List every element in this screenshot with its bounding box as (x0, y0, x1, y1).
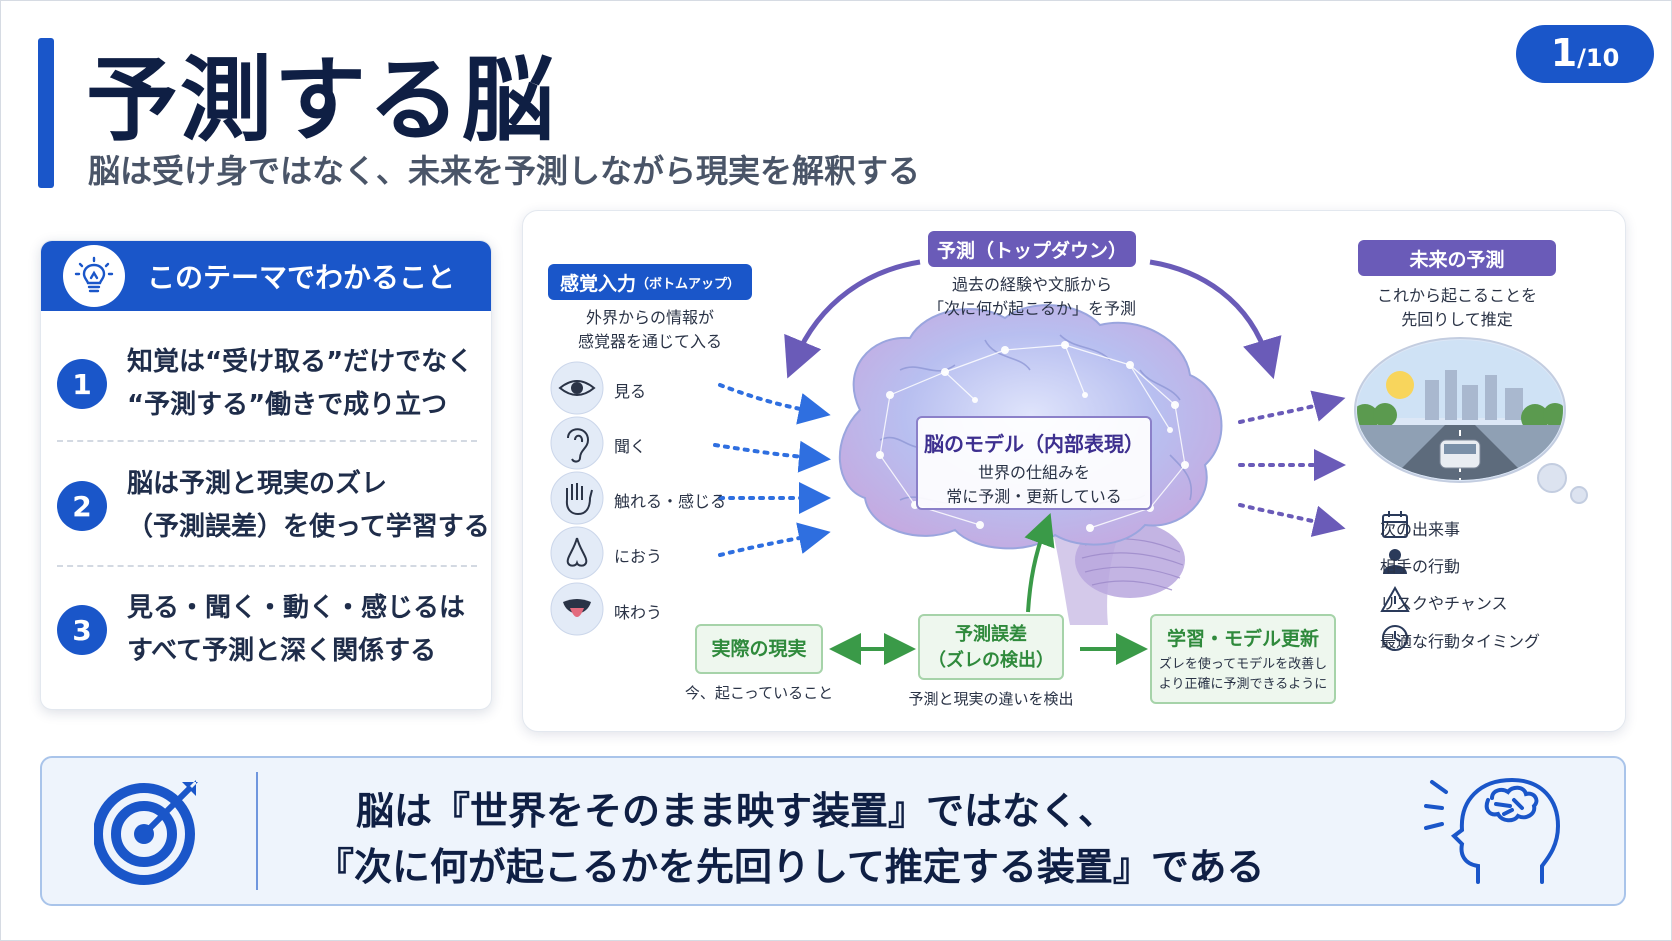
sense-touch: 触れる・感じる (614, 492, 727, 511)
caption-line: 感覚器を通じて入る (577, 332, 722, 351)
topdown-label: 予測（トップダウン） (928, 231, 1136, 267)
target-icon (94, 780, 198, 885)
reality-caption: 今、起こっていること (684, 684, 834, 702)
future-caption: これから起こることを 先回りして推定 (1347, 284, 1567, 332)
learning-box: 学習・モデル更新 ズレを使ってモデルを改善し より正確に予測できるように (1150, 614, 1336, 704)
sense-smell: におう (614, 547, 663, 566)
future-item-risk: リスクやチャンス (1380, 594, 1508, 613)
future-prediction-label: 未来の予測 (1358, 240, 1556, 276)
hand-icon (565, 483, 593, 516)
point-line: “予測する”働きで成り立つ (127, 390, 448, 420)
sensory-label-main: 感覚入力 (559, 272, 636, 295)
error-label-line: （ズレの検出） (928, 650, 1054, 671)
error-caption: 予測と現実の違いを検出 (908, 690, 1074, 708)
future-item-timing: 最適な行動タイミング (1380, 632, 1541, 651)
sensory-input-label: 感覚入力 （ボトムアップ） (548, 264, 752, 300)
page-title: 予測する脳 (86, 47, 557, 154)
summary-card-header: このテーマでわかること (41, 241, 491, 311)
point-line: 知覚は“受け取る”だけでなく (127, 347, 474, 377)
learning-title: 学習・モデル更新 (1166, 628, 1319, 650)
page-subtitle: 脳は受け身ではなく、未来を予測しながら現実を解釈する (88, 152, 921, 190)
future-item-others-action: 相手の行動 (1380, 557, 1461, 576)
conclusion-line-1: 脳は『世界をそのまま映す装置』ではなく、 (356, 789, 1117, 833)
point-line: 脳は予測と現実のズレ (127, 469, 388, 499)
ear-icon (567, 428, 590, 463)
point-line: （予測誤差）を使って学習する (127, 512, 490, 542)
sense-see: 見る (614, 382, 647, 401)
lightbulb-icon (63, 245, 125, 307)
person-icon (1383, 549, 1407, 574)
point-line: 見る・聞く・動く・感じるは (127, 593, 466, 623)
sense-hear: 聞く (614, 437, 647, 456)
point-text: 脳は予測と現実のズレ （予測誤差）を使って学習する (127, 463, 490, 549)
sense-taste: 味わう (614, 603, 663, 622)
caption-line: 「次に何が起こるか」を予測 (927, 299, 1136, 318)
sensory-arrows (713, 383, 831, 557)
point-text: 知覚は“受け取る”だけでなく “予測する”働きで成り立つ (127, 341, 473, 427)
future-item-next-event: 次の出来事 (1380, 520, 1461, 539)
title-accent-bar (38, 38, 54, 188)
calendar-icon (1382, 511, 1408, 538)
divider (57, 565, 477, 567)
model-title: 脳のモデル（内部表現） (924, 432, 1144, 456)
summary-heading: このテーマでわかること (147, 261, 456, 294)
point-number: 1 (57, 359, 107, 409)
summary-point-1: 1 知覚は“受け取る”だけでなく “予測する”働きで成り立つ (41, 323, 491, 445)
prediction-error-box: 予測誤差 （ズレの検出） (918, 614, 1064, 680)
caption-line: 世界の仕組みを (977, 463, 1090, 482)
caption-line: 過去の経験や文脈から (951, 275, 1112, 294)
banner-separator (256, 772, 258, 890)
page-indicator: 1 /10 (1516, 25, 1654, 83)
summary-point-2: 2 脳は予測と現実のズレ （予測誤差）を使って学習する (41, 445, 491, 567)
page-total: /10 (1577, 44, 1620, 72)
summary-point-3: 3 見る・聞く・動く・感じるは すべて予測と深く関係する (41, 569, 491, 691)
reality-box: 実際の現実 (695, 624, 823, 674)
learning-caption: ズレを使ってモデルを改善し より正確に予測できるように (1152, 655, 1334, 695)
point-number: 3 (57, 605, 107, 655)
divider (57, 440, 477, 442)
caption-line: ズレを使ってモデルを改善し (1158, 657, 1328, 672)
point-number: 2 (57, 481, 107, 531)
brain-model-box: 脳のモデル（内部表現） 世界の仕組みを 常に予測・更新している (916, 416, 1152, 510)
caption-line: これから起こることを (1376, 286, 1537, 305)
warning-icon (1380, 585, 1410, 612)
caption-line: 常に予測・更新している (946, 487, 1122, 506)
conclusion-banner (40, 756, 1626, 906)
point-line: すべて予測と深く関係する (127, 636, 437, 666)
topdown-caption: 過去の経験や文脈から 「次に何が起こるか」を予測 (912, 273, 1152, 321)
head-brain-icon (1424, 777, 1561, 884)
sensory-label-small: （ボトムアップ） (636, 276, 741, 292)
eye-icon (558, 380, 596, 396)
point-text: 見る・聞く・動く・感じるは すべて予測と深く関係する (127, 587, 465, 673)
error-feedback-arrow (1024, 512, 1055, 613)
page-current: 1 (1550, 31, 1578, 75)
caption-line: 外界からの情報が (585, 308, 714, 327)
topdown-arrow-right (1149, 259, 1282, 380)
topdown-arrow-left (784, 259, 921, 379)
future-thought-bubble (1354, 337, 1588, 504)
model-caption: 世界の仕組みを 常に予測・更新している (918, 461, 1150, 509)
caption-line: 先回りして推定 (1401, 310, 1513, 329)
clock-icon (1382, 625, 1408, 651)
nose-icon (566, 537, 588, 567)
summary-card: このテーマでわかること 1 知覚は“受け取る”だけでなく “予測する”働きで成り… (40, 240, 492, 710)
conclusion-line-2: 『次に何が起こるかを先回りして推定する装置』である (316, 845, 1265, 889)
caption-line: より正確に予測できるように (1158, 677, 1328, 692)
tongue-icon (563, 599, 591, 617)
output-arrows (1238, 390, 1346, 537)
error-label-line: 予測誤差 (955, 624, 1027, 645)
sensory-caption: 外界からの情報が 感覚器を通じて入る (540, 306, 760, 354)
